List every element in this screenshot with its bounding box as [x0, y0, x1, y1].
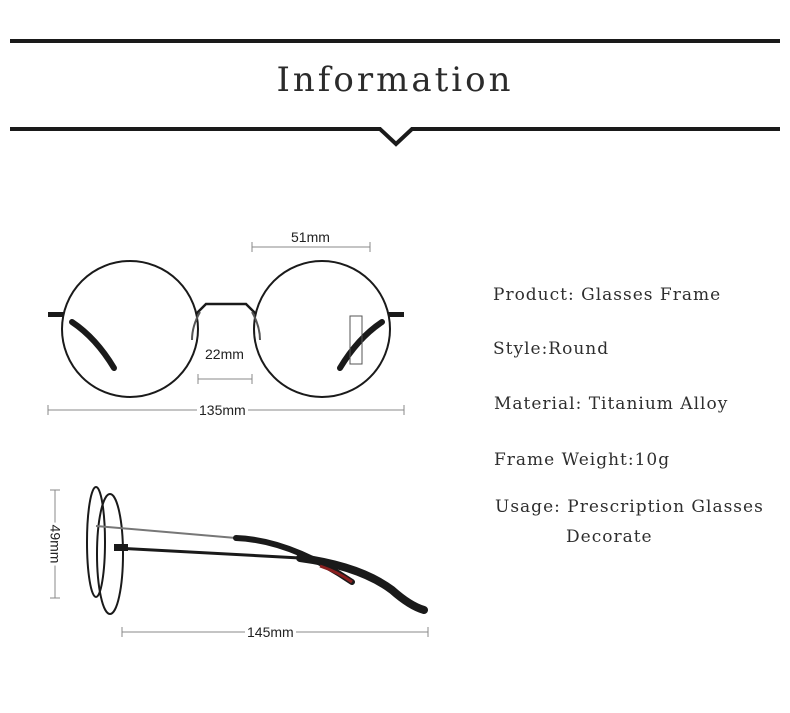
- right-hinge: [388, 312, 404, 317]
- bridge-width-label: 22mm: [203, 346, 246, 362]
- lens-width-label: 51mm: [289, 229, 332, 245]
- header-bottom-rule: [10, 127, 780, 147]
- front-dimension-lines: [47, 242, 405, 415]
- lens-height-label: 49mm: [47, 522, 64, 566]
- side-temple-near: [115, 546, 301, 560]
- spec-weight: Frame Weight:10g: [494, 450, 671, 470]
- spec-usage-continued: Decorate: [566, 527, 653, 547]
- glasses-side-view: [86, 486, 428, 615]
- frame-width-label: 135mm: [197, 402, 248, 418]
- side-temple-near-tip: [296, 554, 428, 614]
- page-title: Information: [276, 60, 514, 100]
- temple-length-label: 145mm: [245, 624, 296, 640]
- spec-usage: Usage: Prescription Glasses: [495, 497, 764, 517]
- side-lens-back: [86, 486, 106, 598]
- spec-style: Style:Round: [493, 339, 610, 359]
- glasses-front-view: [48, 260, 404, 398]
- side-temple-far: [95, 525, 237, 539]
- lens-logo-seal: [349, 315, 363, 365]
- left-temple-tip: [69, 319, 117, 371]
- left-nose-pad: [191, 311, 201, 341]
- side-dimension-lines: [50, 489, 429, 637]
- bridge: [195, 302, 257, 315]
- side-lens-front: [96, 493, 124, 615]
- right-lens-rim: [253, 260, 391, 398]
- spec-material: Material: Titanium Alloy: [494, 394, 729, 414]
- side-temple-accent: [319, 564, 353, 584]
- header-top-rule: [10, 39, 780, 43]
- side-temple-far-tip: [233, 535, 355, 585]
- right-nose-pad: [251, 311, 261, 341]
- right-temple-tip: [337, 319, 385, 371]
- side-hinge: [114, 544, 128, 551]
- left-hinge: [48, 312, 64, 317]
- left-lens-rim: [61, 260, 199, 398]
- spec-product: Product: Glasses Frame: [493, 285, 722, 305]
